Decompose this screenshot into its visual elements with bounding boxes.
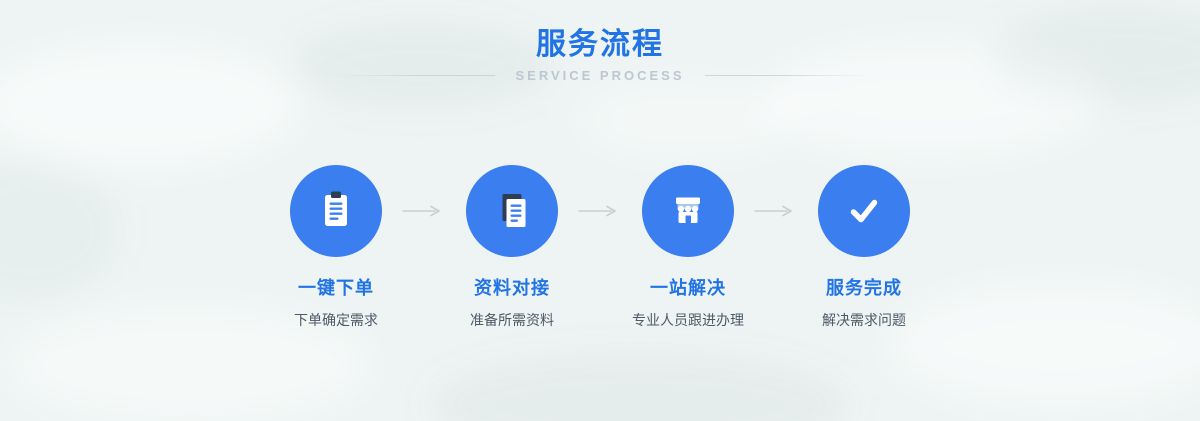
step-title: 一站解决 bbox=[650, 278, 726, 298]
arrow-icon bbox=[578, 205, 616, 217]
step-title: 一键下单 bbox=[298, 278, 374, 298]
step-desc: 解决需求问题 bbox=[822, 312, 906, 328]
subtitle-divider-right bbox=[704, 75, 870, 76]
step-desc: 专业人员跟进办理 bbox=[632, 312, 744, 328]
section-subtitle: SERVICE PROCESS bbox=[515, 68, 685, 83]
process-steps: 一键下单 下单确定需求 资料对接 准备所需资料 bbox=[248, 165, 952, 330]
storefront-icon bbox=[676, 197, 700, 223]
step-icon-circle bbox=[642, 165, 734, 257]
step-icon-circle bbox=[466, 165, 558, 257]
step-service-complete: 服务完成 解决需求问题 bbox=[776, 165, 952, 330]
subtitle-divider-left bbox=[330, 75, 496, 76]
step-desc: 下单确定需求 bbox=[294, 312, 378, 328]
step-one-stop-solution: 一站解决 专业人员跟进办理 bbox=[600, 165, 776, 330]
step-title: 资料对接 bbox=[474, 278, 550, 298]
clipboard-icon bbox=[325, 191, 347, 226]
step-icon-circle bbox=[818, 165, 910, 257]
arrow-icon bbox=[402, 205, 440, 217]
step-desc: 准备所需资料 bbox=[470, 312, 554, 328]
step-icon-circle bbox=[290, 165, 382, 257]
arrow-icon bbox=[754, 205, 792, 217]
section-header: 服务流程 SERVICE PROCESS bbox=[0, 0, 1200, 83]
step-one-click-order: 一键下单 下单确定需求 bbox=[248, 165, 424, 330]
section-subtitle-row: SERVICE PROCESS bbox=[0, 68, 1200, 83]
section-title: 服务流程 bbox=[536, 28, 664, 61]
check-icon bbox=[850, 199, 878, 223]
step-title: 服务完成 bbox=[826, 278, 902, 298]
step-material-docking: 资料对接 准备所需资料 bbox=[424, 165, 600, 330]
documents-icon bbox=[502, 194, 526, 227]
